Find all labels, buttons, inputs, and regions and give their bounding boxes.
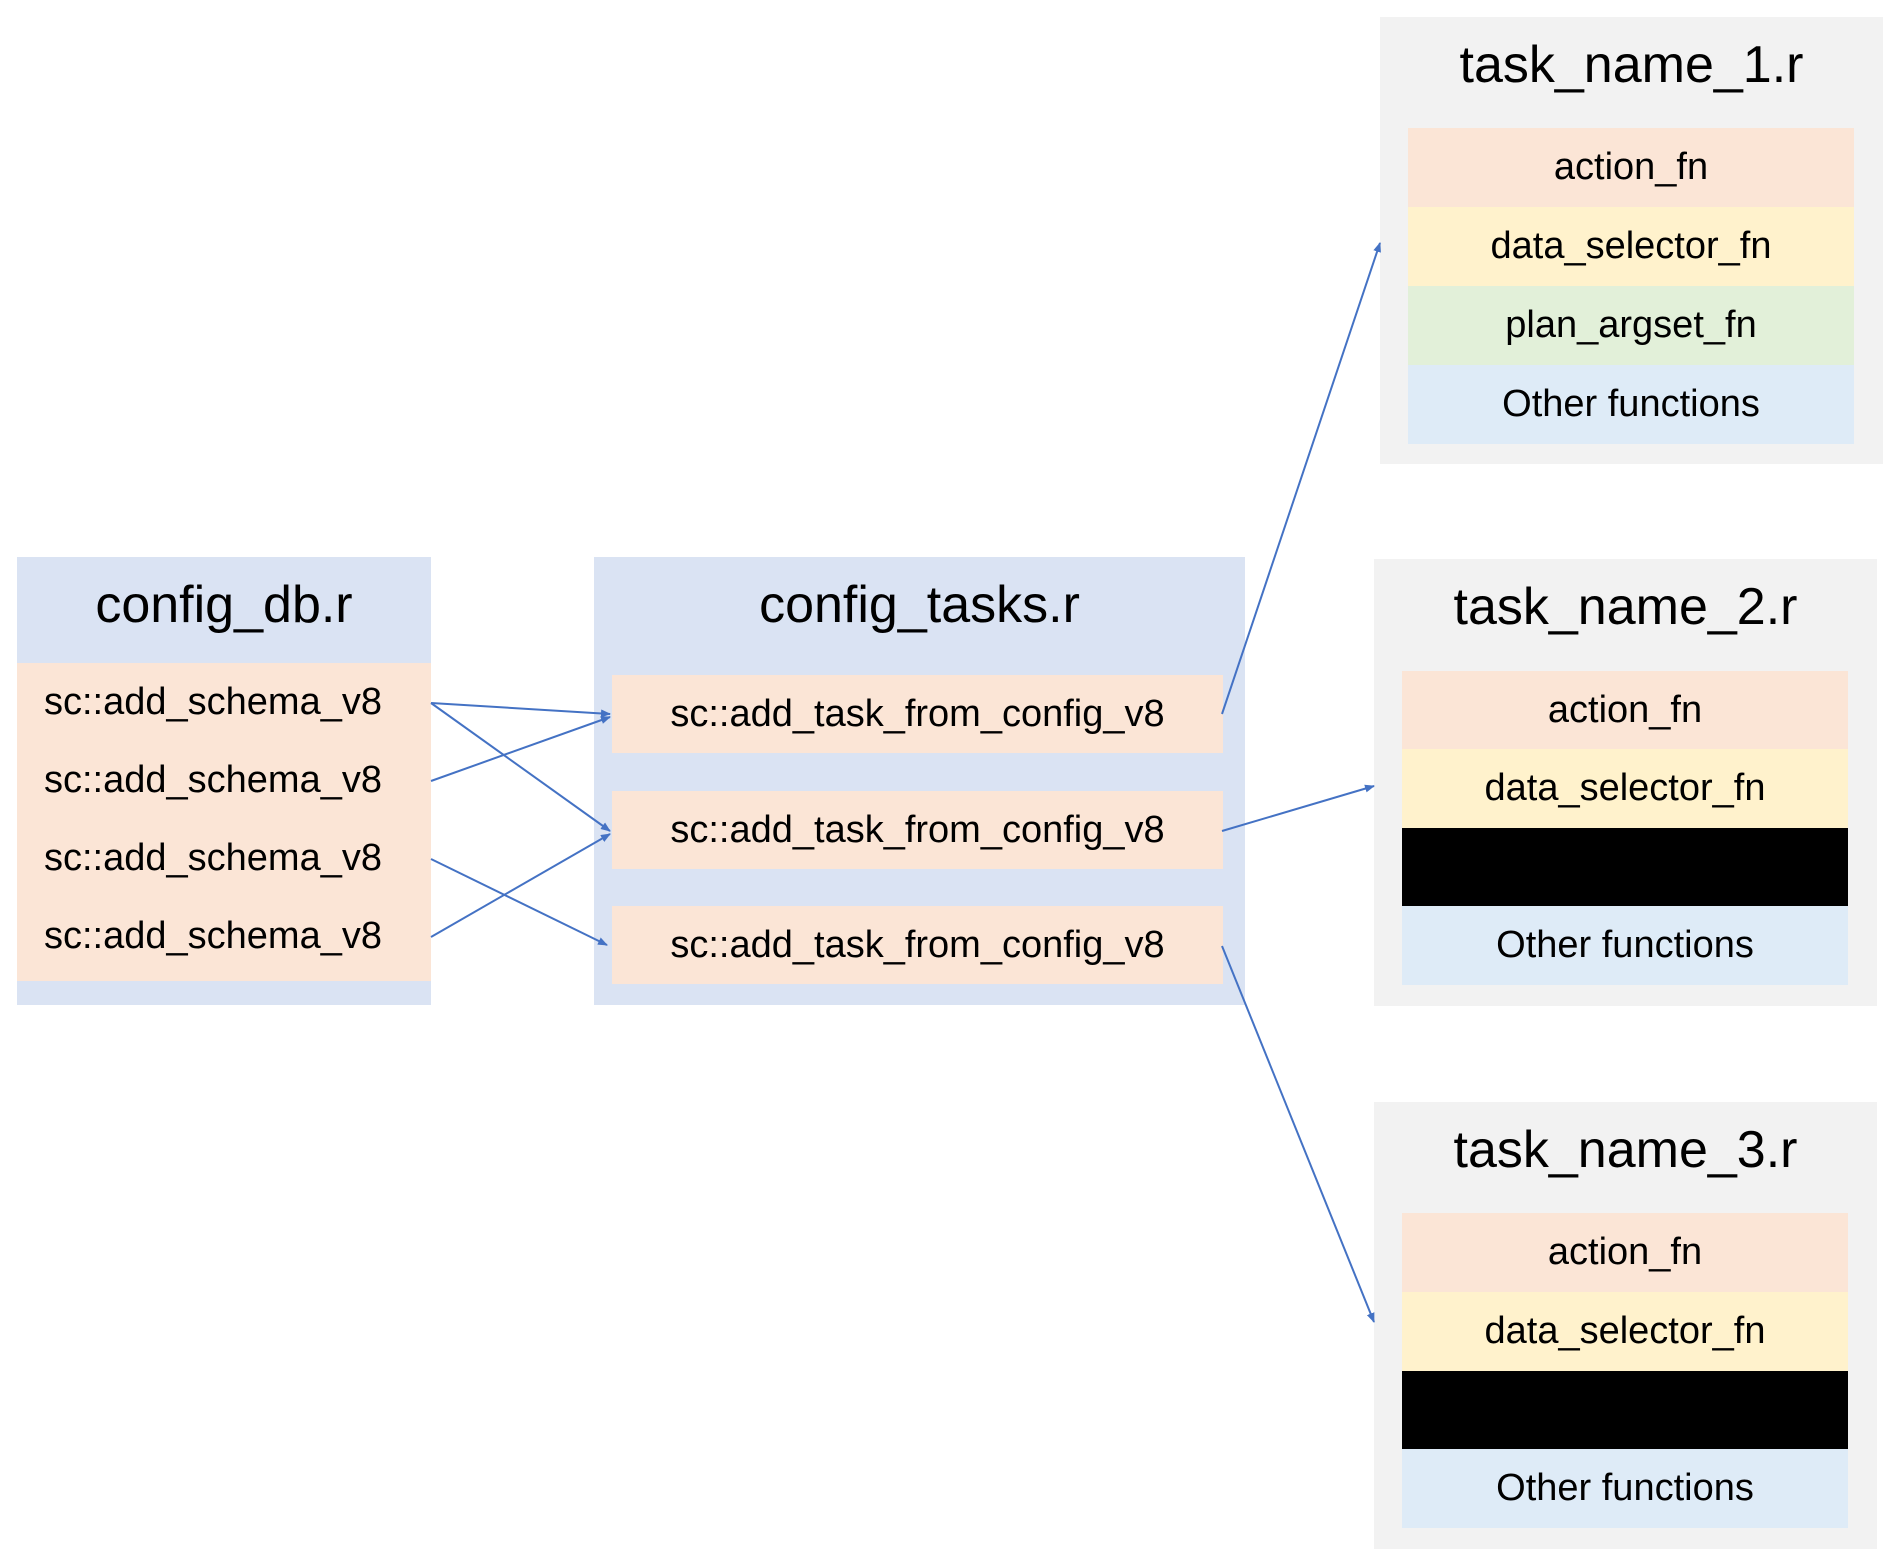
arrow-schema2-to-task1 [430, 716, 611, 782]
action-fn-row: action_fn [1402, 671, 1848, 749]
task-file-title: task_name_3.r [1453, 1121, 1798, 1179]
other-functions-row: Other functions [1402, 906, 1848, 985]
arrow-schema4-to-task2 [430, 833, 611, 938]
other-functions-row: Other functions [1402, 1449, 1848, 1528]
config-tasks-title: config_tasks.r [759, 576, 1080, 634]
data-selector-fn-row: data_selector_fn [1402, 749, 1848, 828]
task-file-3: task_name_3.r action_fn data_selector_fn… [1374, 1102, 1877, 1549]
config-db-item: sc::add_schema_v8 [44, 836, 382, 879]
arrow-schema3-to-task3 [430, 858, 608, 946]
redacted-row [1402, 1371, 1848, 1449]
other-functions-row: Other functions [1408, 365, 1854, 444]
arrow-schema1-to-task1 [430, 702, 611, 718]
task-file-2: task_name_2.r action_fn data_selector_fn… [1374, 559, 1877, 1006]
task-file-title: task_name_1.r [1459, 36, 1804, 94]
config-db-item: sc::add_schema_v8 [44, 680, 382, 723]
data-selector-fn-row: data_selector_fn [1402, 1292, 1848, 1371]
config-db-title: config_db.r [95, 576, 353, 634]
action-fn-row: action_fn [1402, 1213, 1848, 1292]
config-db-item: sc::add_schema_v8 [44, 914, 382, 957]
plan-argset-fn-row: plan_argset_fn [1408, 286, 1854, 365]
config-db-item: sc::add_schema_v8 [44, 758, 382, 801]
config-task-item: sc::add_task_from_config_v8 [612, 791, 1223, 869]
task-file-title: task_name_2.r [1453, 578, 1798, 636]
data-selector-fn-row: data_selector_fn [1408, 207, 1854, 286]
config-task-item: sc::add_task_from_config_v8 [612, 906, 1223, 984]
config-task-item: sc::add_task_from_config_v8 [612, 675, 1223, 753]
redacted-row [1402, 828, 1848, 906]
config-tasks-file: config_tasks.r sc::add_task_from_config_… [594, 557, 1245, 1005]
arrow-task1-to-file1 [1221, 242, 1381, 715]
arrow-schema1-to-task2 [430, 702, 611, 832]
config-db-items-block [17, 663, 431, 981]
task-file-1: task_name_1.r action_fn data_selector_fn… [1380, 17, 1883, 464]
config-db-file: config_db.r sc::add_schema_v8 sc::add_sc… [17, 557, 431, 1005]
action-fn-row: action_fn [1408, 128, 1854, 207]
